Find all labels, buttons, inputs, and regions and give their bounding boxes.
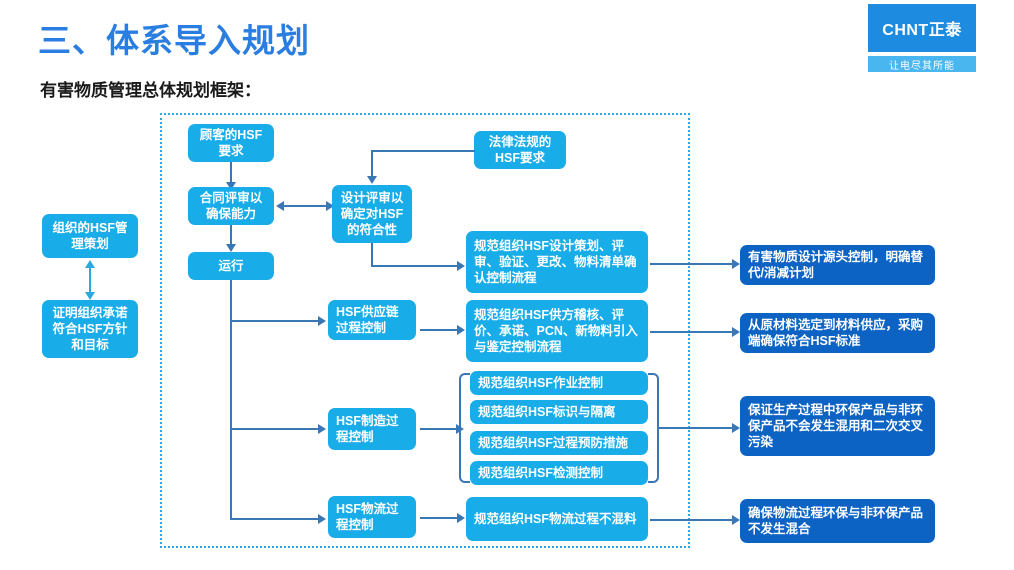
arrowhead-logistics-outcome bbox=[732, 515, 740, 525]
logo-tagline-text: 让电尽其所能 bbox=[889, 60, 955, 72]
logo-wordmark: CHNT正泰 bbox=[882, 22, 962, 39]
connector-branch-logistics bbox=[230, 518, 320, 520]
brand-logo: CHNT正泰 让电尽其所能 bbox=[868, 4, 976, 72]
arrowhead-logistics-to-process bbox=[457, 513, 465, 523]
connector-design-down bbox=[371, 243, 373, 267]
connector-contract-to-operation bbox=[230, 225, 232, 248]
connector-mfg-to-bracket bbox=[420, 428, 460, 430]
box-outcome-supplier[interactable]: 从原材料选定到材料供应，采购端确保符合HSF标准 bbox=[740, 313, 935, 353]
connector-branch-supply-chain bbox=[230, 320, 320, 322]
box-design-review[interactable]: 设计评审以确定对HSF的符合性 bbox=[332, 185, 412, 243]
arrowhead-supply-to-process bbox=[457, 325, 465, 335]
box-supplier-process-spec[interactable]: 规范组织HSF供方稽核、评价、承诺、PCN、新物料引入与鉴定控制流程 bbox=[466, 300, 648, 362]
connector-logistics-to-outcome bbox=[650, 519, 736, 521]
arrowhead-customer-to-contract bbox=[226, 182, 236, 190]
connector-supplier-to-outcome bbox=[650, 331, 736, 333]
connector-branch-manufacturing bbox=[230, 428, 320, 430]
box-operation[interactable]: 运行 bbox=[188, 252, 274, 280]
arrowhead-right-contract-design bbox=[326, 201, 334, 211]
box-supply-chain-control[interactable]: HSF供应链过程控制 bbox=[328, 300, 416, 340]
box-mfg-sub-identification[interactable]: 规范组织HSF标识与隔离 bbox=[470, 400, 648, 424]
connector-legal-elbow-horizontal bbox=[371, 150, 475, 152]
connector-customer-to-contract bbox=[230, 162, 232, 186]
box-hsf-commitment[interactable]: 证明组织承诺符合HSF方针和目标 bbox=[42, 300, 138, 358]
box-logistics-control[interactable]: HSF物流过程控制 bbox=[328, 496, 416, 538]
arrowhead-design-to-process bbox=[457, 261, 465, 271]
section-subtitle: 有害物质管理总体规划框架： bbox=[40, 81, 261, 100]
arrowhead-supplier-outcome bbox=[732, 327, 740, 337]
connector-logistics-to-process bbox=[420, 517, 460, 519]
box-contract-review[interactable]: 合同评审以确保能力 bbox=[188, 187, 274, 225]
box-logistics-process-spec[interactable]: 规范组织HSF物流过程不混料 bbox=[466, 497, 648, 541]
arrowhead-branch-manufacturing bbox=[318, 424, 326, 434]
arrowhead-design-outcome bbox=[732, 259, 740, 269]
box-mfg-sub-prevention[interactable]: 规范组织HSF过程预防措施 bbox=[470, 431, 648, 455]
box-mfg-sub-operation[interactable]: 规范组织HSF作业控制 bbox=[470, 371, 648, 395]
arrowhead-contract-to-operation bbox=[226, 244, 236, 252]
arrowhead-branch-supply-chain bbox=[318, 316, 326, 326]
box-outcome-manufacturing[interactable]: 保证生产过程中环保产品与非环保产品不会发生混用和二次交叉污染 bbox=[740, 396, 935, 456]
arrowhead-mfg-outcome bbox=[732, 423, 740, 433]
connector-operation-trunk bbox=[230, 280, 232, 520]
connector-design-to-outcome bbox=[650, 263, 736, 265]
logo-tagline-bar: 让电尽其所能 bbox=[868, 56, 976, 72]
box-outcome-logistics[interactable]: 确保物流过程环保与非环保产品不发生混合 bbox=[740, 499, 935, 543]
connector-supply-to-process bbox=[420, 329, 460, 331]
connector-design-right bbox=[371, 265, 459, 267]
page-title: 三、体系导入规划 bbox=[38, 22, 310, 59]
arrowhead-up-left-column bbox=[85, 260, 95, 268]
connector-legal-elbow-vertical bbox=[371, 150, 373, 178]
arrowhead-legal-to-design bbox=[367, 176, 377, 184]
connector-left-vertical bbox=[89, 266, 91, 294]
connector-contract-design bbox=[282, 205, 328, 207]
connector-mfg-to-outcome bbox=[658, 427, 736, 429]
box-hsf-management-planning[interactable]: 组织的HSF管理策划 bbox=[42, 214, 138, 258]
logo-mark: CHNT正泰 bbox=[868, 4, 976, 52]
arrowhead-left-contract-design bbox=[276, 201, 284, 211]
arrowhead-branch-logistics bbox=[318, 514, 326, 524]
box-design-process-spec[interactable]: 规范组织HSF设计策划、评审、验证、更改、物料清单确认控制流程 bbox=[466, 231, 648, 293]
box-customer-hsf-requirement[interactable]: 顾客的HSF要求 bbox=[188, 124, 274, 162]
box-manufacturing-control[interactable]: HSF制造过程控制 bbox=[328, 408, 416, 450]
bracket-manufacturing-left bbox=[459, 373, 470, 483]
box-outcome-design[interactable]: 有害物质设计源头控制，明确替代/消减计划 bbox=[740, 245, 935, 285]
arrowhead-down-left-column bbox=[85, 292, 95, 300]
box-legal-hsf-requirement[interactable]: 法律法规的HSF要求 bbox=[474, 131, 566, 169]
diagram-scope-frame bbox=[160, 113, 690, 548]
box-mfg-sub-inspection[interactable]: 规范组织HSF检测控制 bbox=[470, 461, 648, 485]
